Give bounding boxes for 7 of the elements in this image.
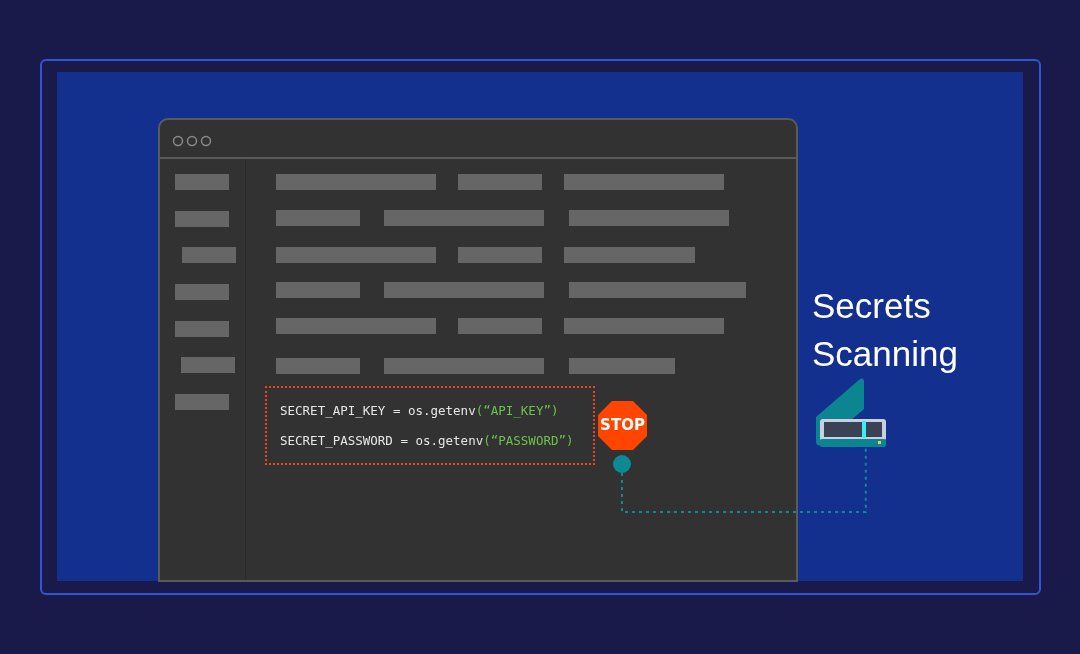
- code-snippet-box: [265, 386, 595, 465]
- code-line: SECRET_API_KEY = os.getenv(“API_KEY”): [280, 402, 560, 419]
- stop-sign: STOP: [598, 401, 647, 450]
- dotted-connector: [621, 447, 867, 513]
- scanner-icon: [814, 377, 888, 448]
- title: Secrets Scanning: [812, 285, 959, 375]
- code-line: SECRET_PASSWORD = os.getenv(“PASSWORD”): [280, 432, 575, 449]
